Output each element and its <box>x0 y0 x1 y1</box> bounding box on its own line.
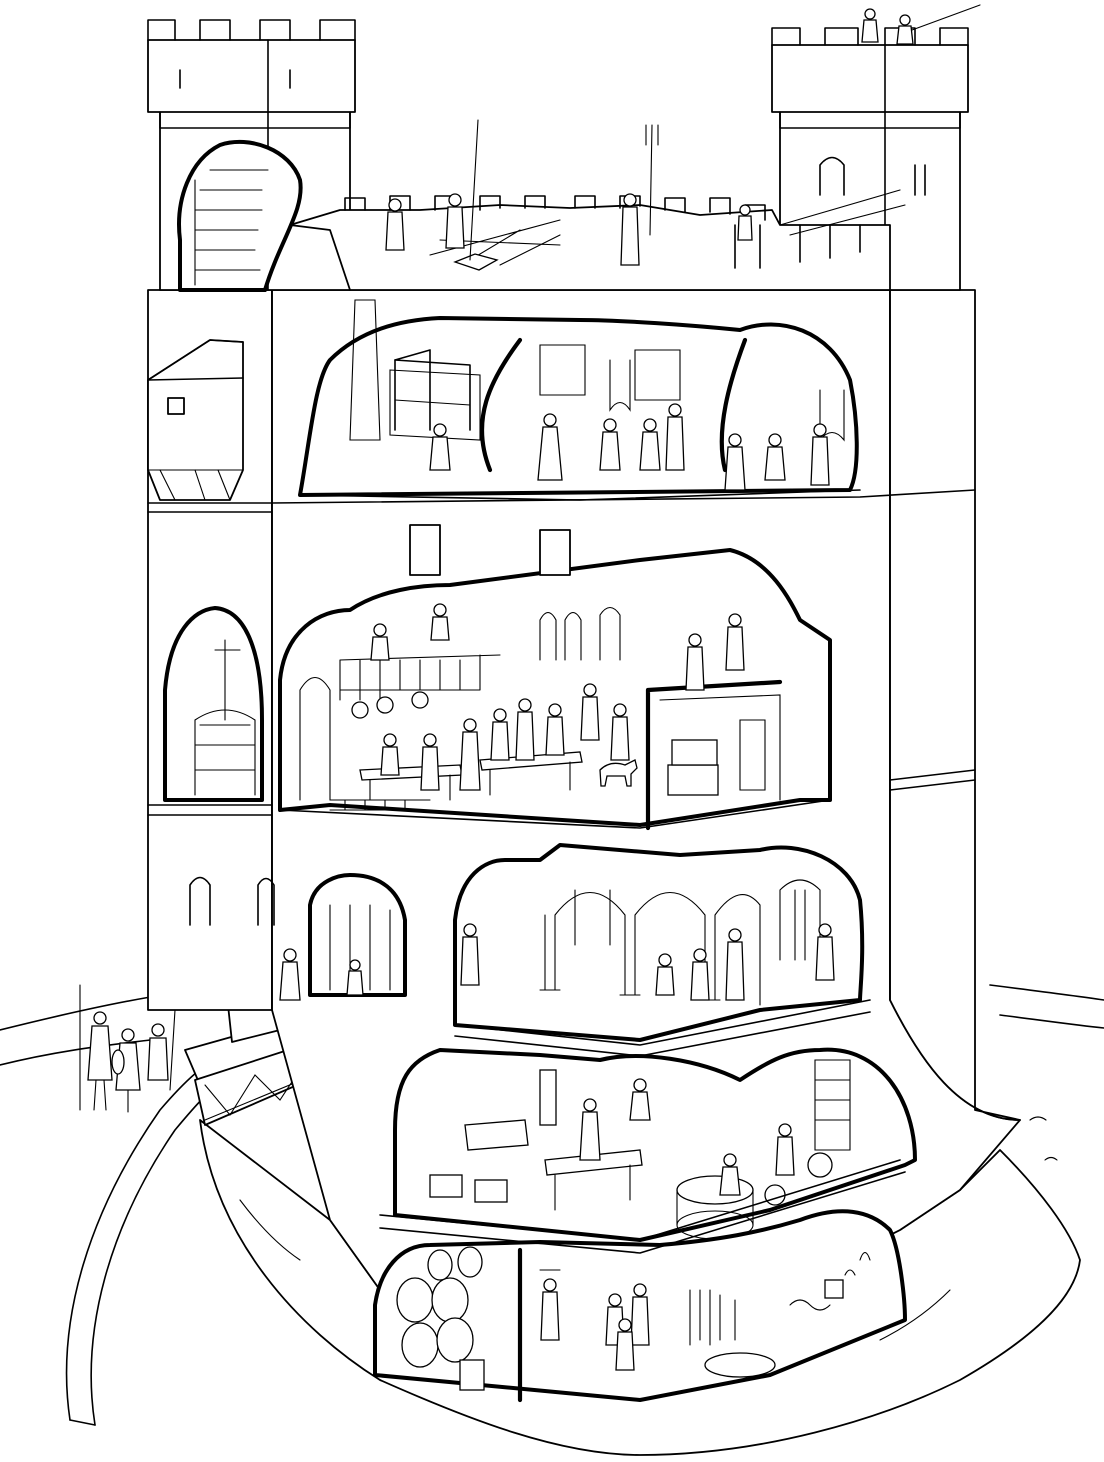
battlements <box>289 119 906 291</box>
left-turret <box>147 19 356 292</box>
chapel-arcade <box>539 889 761 1006</box>
floor-slabs <box>279 489 906 1254</box>
dungeon-items <box>689 1251 871 1378</box>
canopy-bed <box>389 369 481 441</box>
entrance-chapel-level <box>189 843 865 1042</box>
porter-figure <box>279 948 364 1001</box>
lookout-figures <box>861 4 981 45</box>
soldier-figure <box>79 984 113 1111</box>
spiral-staircase-hall <box>194 639 256 796</box>
chamber-figures <box>429 403 830 491</box>
kitchen-figures <box>579 1078 795 1196</box>
kitchen-store <box>393 1047 917 1242</box>
kitchen-fittings <box>429 1059 851 1240</box>
dungeon-figures <box>539 1269 650 1371</box>
cellar-barrels <box>396 1246 485 1391</box>
siege-engine <box>429 219 561 271</box>
latrine-turret <box>147 339 244 501</box>
dog <box>599 759 638 787</box>
great-hall <box>163 524 832 831</box>
hall-figures <box>370 603 745 791</box>
soldiers-on-path <box>79 984 176 1113</box>
cellar-dungeon <box>373 1209 907 1403</box>
battlement-guards <box>385 119 906 266</box>
soldier-figure <box>147 1009 176 1091</box>
chapel-figures <box>460 923 835 1001</box>
chest <box>667 739 719 796</box>
outer-rampart <box>65 1059 221 1426</box>
right-turret <box>771 4 981 291</box>
soldier-figure <box>111 1028 141 1113</box>
top-floor-chambers <box>298 299 859 497</box>
spiral-staircase-top <box>194 169 269 286</box>
